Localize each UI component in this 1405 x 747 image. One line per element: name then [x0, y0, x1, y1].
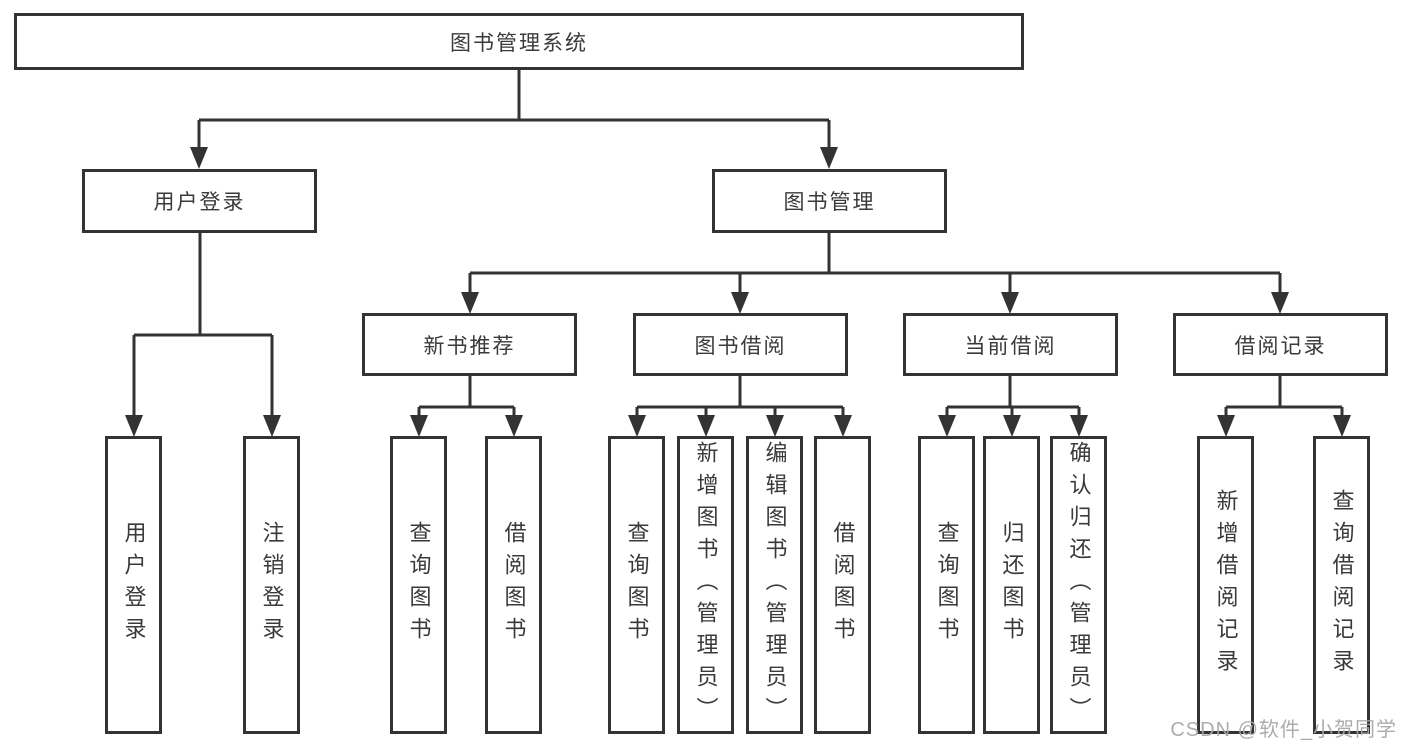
node-label: 新增借阅记录	[1213, 489, 1239, 681]
node-leaf-edit-books-admin: 编辑图书（管理员）	[746, 436, 803, 734]
node-label: 确认归还（管理员）	[1066, 441, 1092, 729]
node-label: 借阅记录	[1234, 334, 1327, 358]
node-label: 图书借阅	[694, 334, 787, 358]
node-leaf-query-books-recommend: 查询图书	[390, 436, 447, 734]
node-label: 借阅图书	[830, 521, 856, 649]
node-leaf-query-books-borrowing: 查询图书	[608, 436, 665, 734]
node-label: 当前借阅	[964, 334, 1057, 358]
node-leaf-query-borrow-record: 查询借阅记录	[1313, 436, 1370, 734]
node-label: 新增图书（管理员）	[693, 441, 719, 729]
node-label: 查询借阅记录	[1329, 489, 1355, 681]
arrowheads	[125, 147, 1351, 437]
node-leaf-return-books: 归还图书	[983, 436, 1040, 734]
node-label: 借阅图书	[501, 521, 527, 649]
node-leaf-logout: 注销登录	[243, 436, 300, 734]
node-label: 查询图书	[934, 521, 960, 649]
node-label: 用户登录	[153, 191, 246, 214]
node-label: 图书管理	[783, 191, 876, 214]
node-label: 用户登录	[121, 521, 147, 649]
node-leaf-confirm-return-admin: 确认归还（管理员）	[1050, 436, 1107, 734]
node-label: 编辑图书（管理员）	[762, 441, 788, 729]
node-new-book-recommendation: 新书推荐	[362, 313, 577, 376]
node-root-library-management-system: 图书管理系统	[14, 13, 1024, 70]
node-leaf-borrow-books: 借阅图书	[814, 436, 871, 734]
node-book-borrowing: 图书借阅	[633, 313, 848, 376]
node-label: 查询图书	[624, 521, 650, 649]
node-borrowing-records: 借阅记录	[1173, 313, 1388, 376]
node-label: 图书管理系统	[450, 31, 588, 55]
node-current-borrowing: 当前借阅	[903, 313, 1118, 376]
node-leaf-query-books-current: 查询图书	[918, 436, 975, 734]
csdn-watermark: CSDN @软件_小贺同学	[1170, 719, 1397, 741]
node-leaf-add-borrow-record: 新增借阅记录	[1197, 436, 1254, 734]
node-label: 新书推荐	[423, 334, 516, 358]
node-label: 归还图书	[999, 521, 1025, 649]
node-label: 注销登录	[259, 521, 285, 649]
node-leaf-user-login: 用户登录	[105, 436, 162, 734]
node-leaf-borrow-books-recommend: 借阅图书	[485, 436, 542, 734]
node-user-login: 用户登录	[82, 169, 317, 233]
node-leaf-add-books-admin: 新增图书（管理员）	[677, 436, 734, 734]
node-label: 查询图书	[406, 521, 432, 649]
node-book-management: 图书管理	[712, 169, 947, 233]
